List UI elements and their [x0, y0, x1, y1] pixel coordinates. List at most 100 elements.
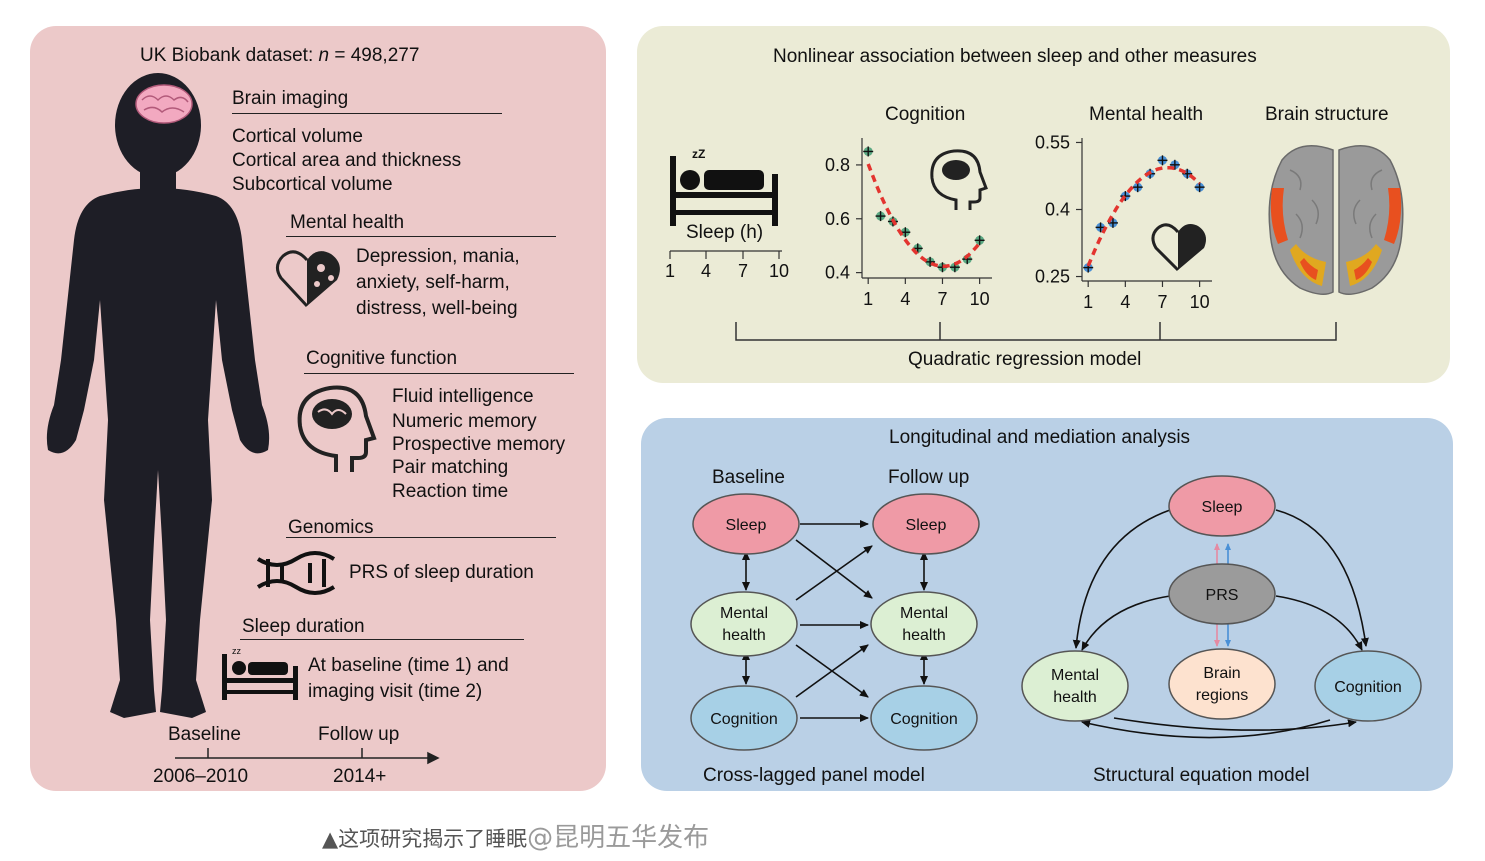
sleep-tick-label: 10 — [769, 261, 789, 281]
divider — [232, 113, 502, 114]
node-cognition-followup: Cognition — [870, 685, 978, 751]
svg-text:Sleep: Sleep — [1202, 499, 1243, 516]
cognition-y-tick-label: 0.8 — [825, 155, 850, 175]
svg-text:Mental: Mental — [900, 605, 948, 622]
cognition-x-tick-label: 1 — [863, 289, 873, 309]
svg-text:health: health — [722, 627, 766, 644]
sem-node-mental-health: Mental health — [1021, 650, 1129, 722]
svg-text:Cognition: Cognition — [1334, 679, 1402, 696]
node-mental-followup: Mental health — [870, 591, 978, 657]
svg-text:Mental: Mental — [1051, 667, 1099, 684]
cognition-quadratic-fit — [866, 163, 981, 269]
brain-icon — [135, 84, 193, 124]
timeline-baseline-years: 2006–2010 — [153, 766, 249, 787]
sem-edges — [1072, 509, 1369, 739]
svg-text:Cognition: Cognition — [890, 711, 958, 728]
sleep-axis-label: Sleep (h) — [686, 222, 764, 243]
dna-icon — [256, 551, 336, 595]
mental-health-item: Depression, mania, — [356, 246, 520, 267]
model-bracket — [735, 322, 1337, 341]
heart-brain-icon — [276, 250, 340, 308]
divider — [286, 236, 556, 237]
timeline-followup-years: 2014+ — [333, 766, 387, 787]
followup-column-label: Follow up — [888, 467, 970, 488]
quadratic-model-label: Quadratic regression model — [908, 349, 1142, 370]
sleep-duration-heading: Sleep duration — [242, 616, 365, 637]
sem-node-brain-regions: Brain regions — [1168, 648, 1276, 720]
sleep-tick-label: 4 — [701, 261, 711, 281]
cognition-x-tick-label: 4 — [900, 289, 910, 309]
mental-health-item: distress, well-being — [356, 298, 518, 319]
brain-structure-image — [1268, 145, 1404, 295]
mental-x-tick-label: 1 — [1083, 292, 1093, 312]
node-cognition-baseline: Cognition — [690, 685, 798, 751]
timeline-followup-label: Follow up — [318, 724, 400, 745]
cross-lagged-edges — [742, 520, 928, 722]
sleep-axis-ticks: 1 4 7 10 — [665, 261, 789, 281]
head-brain-icon — [930, 149, 988, 210]
svg-text:Sleep: Sleep — [726, 517, 767, 534]
nonlinear-title: Nonlinear association between sleep and … — [773, 46, 1257, 67]
svg-text:Sleep: Sleep — [906, 517, 947, 534]
genomics-heading: Genomics — [288, 517, 374, 538]
bed-icon: zz — [222, 646, 298, 700]
node-sleep-followup: Sleep — [872, 493, 980, 555]
cognitive-item: Numeric memory — [392, 411, 537, 432]
svg-text:Cognition: Cognition — [710, 711, 778, 728]
cognitive-function-heading: Cognitive function — [306, 348, 458, 369]
svg-text:health: health — [1053, 689, 1097, 706]
svg-text:PRS: PRS — [1206, 587, 1239, 604]
mental-health-item: anxiety, self-harm, — [356, 272, 510, 293]
brain-imaging-item: Cortical volume — [232, 126, 363, 147]
sleep-duration-item: At baseline (time 1) and — [308, 655, 509, 676]
baseline-column-label: Baseline — [712, 467, 785, 488]
svg-text:Mental: Mental — [720, 605, 768, 622]
cognitive-item: Prospective memory — [392, 434, 566, 455]
cognitive-item: Fluid intelligence — [392, 386, 534, 407]
mental-y-tick-label: 0.55 — [1035, 132, 1070, 152]
mental-y-tick-label: 0.4 — [1045, 200, 1070, 220]
svg-text:Brain: Brain — [1203, 665, 1240, 682]
brain-structure-title: Brain structure — [1265, 104, 1389, 125]
brain-imaging-heading: Brain imaging — [232, 88, 349, 109]
divider — [240, 639, 524, 640]
brain-imaging-item: Cortical area and thickness — [232, 150, 462, 171]
svg-text:health: health — [902, 627, 946, 644]
svg-text:zZ: zZ — [692, 147, 705, 161]
divider — [304, 373, 574, 374]
genomics-item: PRS of sleep duration — [349, 562, 534, 583]
cognition-y-tick-label: 0.4 — [825, 263, 850, 283]
mental-x-tick-label: 7 — [1157, 292, 1167, 312]
sem-colored-edges — [1214, 543, 1231, 647]
mental-x-tick-label: 10 — [1190, 292, 1210, 312]
bed-icon: zZ — [670, 147, 778, 226]
image-caption: ▲这项研究揭示了睡眠@昆明五华发布 — [322, 823, 710, 853]
divider — [286, 537, 556, 538]
timeline-baseline-label: Baseline — [168, 724, 241, 745]
sem-node-cognition: Cognition — [1314, 650, 1422, 722]
watermark: @昆明五华发布 — [527, 823, 710, 853]
sem-label: Structural equation model — [1093, 765, 1310, 786]
sleep-tick-label: 7 — [738, 261, 748, 281]
mental-health-heading: Mental health — [290, 212, 405, 233]
timeline-arrow — [175, 748, 440, 765]
heart-brain-icon — [1151, 223, 1206, 272]
mental-y-tick-label: 0.25 — [1035, 267, 1070, 287]
mental-health-chart-title: Mental health — [1089, 104, 1204, 125]
node-mental-baseline: Mental health — [690, 591, 798, 657]
svg-text:regions: regions — [1196, 687, 1248, 704]
cognitive-item: Pair matching — [392, 457, 509, 478]
cognitive-item: Reaction time — [392, 481, 509, 502]
dataset-title: UK Biobank dataset: n = 498,277 — [140, 45, 420, 66]
mental-quadratic-fit — [1086, 165, 1201, 267]
cross-lagged-label: Cross-lagged panel model — [703, 765, 925, 786]
cognition-chart-title: Cognition — [885, 104, 966, 125]
sleep-axis — [669, 250, 782, 259]
brain-imaging-item: Subcortical volume — [232, 174, 393, 195]
sleep-tick-label: 1 — [665, 261, 675, 281]
